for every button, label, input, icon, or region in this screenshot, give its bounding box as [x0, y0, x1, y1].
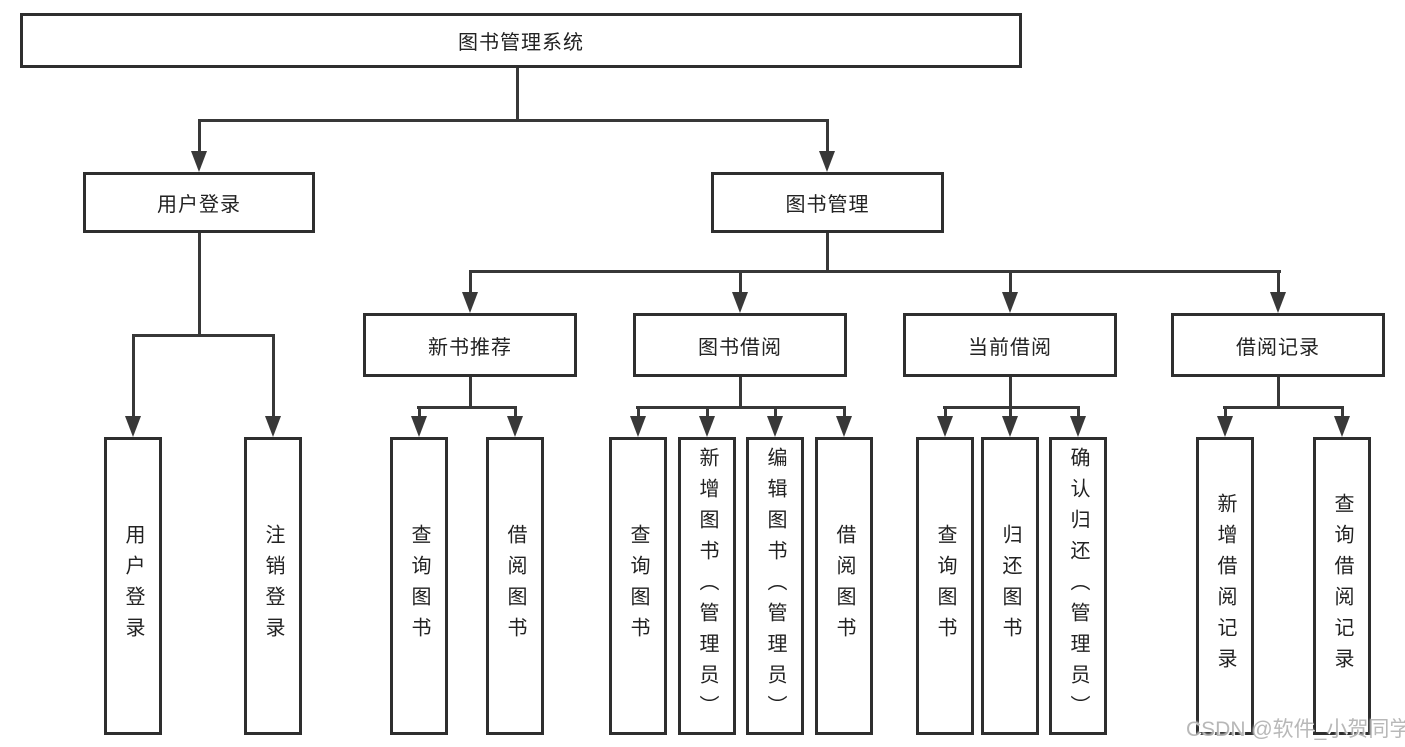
- leaf-query-books-borrow-label: 查询图书: [627, 524, 649, 648]
- connector-line: [198, 233, 201, 337]
- leaf-query-borrow-record-label: 查询借阅记录: [1331, 493, 1353, 679]
- connector-line: [198, 119, 201, 153]
- connector-line: [516, 68, 519, 121]
- leaf-query-books-current: 查询图书: [916, 437, 974, 735]
- leaf-user-login-label: 用户登录: [122, 524, 144, 648]
- node-book-borrowing: 图书借阅: [633, 313, 847, 377]
- leaf-logout: 注销登录: [244, 437, 302, 735]
- connector-line: [198, 119, 829, 122]
- connector-line: [843, 406, 846, 418]
- arrowhead-down: [265, 416, 281, 437]
- leaf-borrow-books-label: 借阅图书: [833, 524, 855, 648]
- arrowhead-down: [191, 151, 207, 172]
- leaf-add-books-admin: 新增图书（管理员）: [678, 437, 736, 735]
- leaf-add-books-admin-label: 新增图书（管理员）: [696, 446, 718, 726]
- connector-line: [826, 119, 829, 153]
- connector-line: [1009, 270, 1012, 294]
- node-borrowing-records-label: 借阅记录: [1236, 336, 1320, 359]
- arrowhead-down: [1270, 292, 1286, 313]
- arrowhead-down: [767, 416, 783, 437]
- leaf-confirm-return-admin-label: 确认归还（管理员）: [1067, 446, 1089, 726]
- node-current-borrowing-label: 当前借阅: [968, 336, 1052, 359]
- connector-line: [1009, 377, 1012, 408]
- arrowhead-down: [1002, 292, 1018, 313]
- leaf-confirm-return-admin: 确认归还（管理员）: [1049, 437, 1107, 735]
- arrowhead-down: [462, 292, 478, 313]
- connector-line: [1223, 406, 1344, 409]
- leaf-query-books-recommend: 查询图书: [390, 437, 448, 735]
- arrowhead-down: [1334, 416, 1350, 437]
- arrowhead-down: [937, 416, 953, 437]
- connector-line: [132, 334, 275, 337]
- connector-line: [1277, 377, 1280, 408]
- arrowhead-down: [699, 416, 715, 437]
- leaf-query-borrow-record: 查询借阅记录: [1313, 437, 1371, 735]
- leaf-logout-label: 注销登录: [262, 524, 284, 648]
- leaf-borrow-books: 借阅图书: [815, 437, 873, 735]
- connector-line: [826, 233, 829, 272]
- node-new-book-recommendation: 新书推荐: [363, 313, 577, 377]
- leaf-borrow-books-recommend: 借阅图书: [486, 437, 544, 735]
- arrowhead-down: [630, 416, 646, 437]
- leaf-add-borrow-record: 新增借阅记录: [1196, 437, 1254, 735]
- connector-line: [418, 406, 421, 418]
- connector-line: [774, 406, 777, 418]
- connector-line: [1077, 406, 1080, 418]
- leaf-return-books: 归还图书: [981, 437, 1039, 735]
- arrowhead-down: [836, 416, 852, 437]
- node-current-borrowing: 当前借阅: [903, 313, 1117, 377]
- connector-line: [739, 270, 742, 294]
- arrowhead-down: [125, 416, 141, 437]
- connector-line: [417, 406, 517, 409]
- connector-line: [132, 334, 135, 418]
- watermark: CSDN @软件_小贺同学: [1186, 718, 1405, 741]
- node-user-login-label: 用户登录: [157, 194, 241, 216]
- connector-line: [469, 270, 472, 294]
- connector-line: [706, 406, 709, 418]
- connector-line: [469, 270, 1281, 273]
- node-book-management: 图书管理: [711, 172, 944, 233]
- connector-line: [636, 406, 846, 409]
- arrowhead-down: [1217, 416, 1233, 437]
- connector-line: [1224, 406, 1227, 418]
- leaf-add-borrow-record-label: 新增借阅记录: [1214, 493, 1236, 679]
- arrowhead-down: [732, 292, 748, 313]
- arrowhead-down: [1070, 416, 1086, 437]
- node-library-management-system-label: 图书管理系统: [458, 32, 584, 54]
- connector-line: [637, 406, 640, 418]
- connector-line: [469, 377, 472, 408]
- node-new-book-recommendation-label: 新书推荐: [428, 336, 512, 359]
- node-book-management-label: 图书管理: [785, 194, 870, 216]
- node-borrowing-records: 借阅记录: [1171, 313, 1385, 377]
- connector-line: [514, 406, 517, 418]
- leaf-return-books-label: 归还图书: [999, 524, 1021, 648]
- node-book-borrowing-label: 图书借阅: [698, 336, 782, 359]
- arrowhead-down: [819, 151, 835, 172]
- leaf-query-books-borrow: 查询图书: [609, 437, 667, 735]
- arrowhead-down: [411, 416, 427, 437]
- connector-line: [944, 406, 947, 418]
- leaf-edit-books-admin: 编辑图书（管理员）: [746, 437, 804, 735]
- arrowhead-down: [1002, 416, 1018, 437]
- leaf-query-books-recommend-label: 查询图书: [408, 524, 430, 648]
- node-library-management-system: 图书管理系统: [20, 13, 1022, 68]
- leaf-query-books-current-label: 查询图书: [934, 524, 956, 648]
- leaf-edit-books-admin-label: 编辑图书（管理员）: [764, 446, 786, 726]
- connector-line: [272, 334, 275, 418]
- connector-line: [1277, 270, 1280, 294]
- arrowhead-down: [507, 416, 523, 437]
- leaf-borrow-books-recommend-label: 借阅图书: [504, 524, 526, 648]
- connector-line: [1009, 406, 1012, 418]
- node-user-login: 用户登录: [83, 172, 315, 233]
- leaf-user-login: 用户登录: [104, 437, 162, 735]
- connector-line: [739, 377, 742, 408]
- connector-line: [1341, 406, 1344, 418]
